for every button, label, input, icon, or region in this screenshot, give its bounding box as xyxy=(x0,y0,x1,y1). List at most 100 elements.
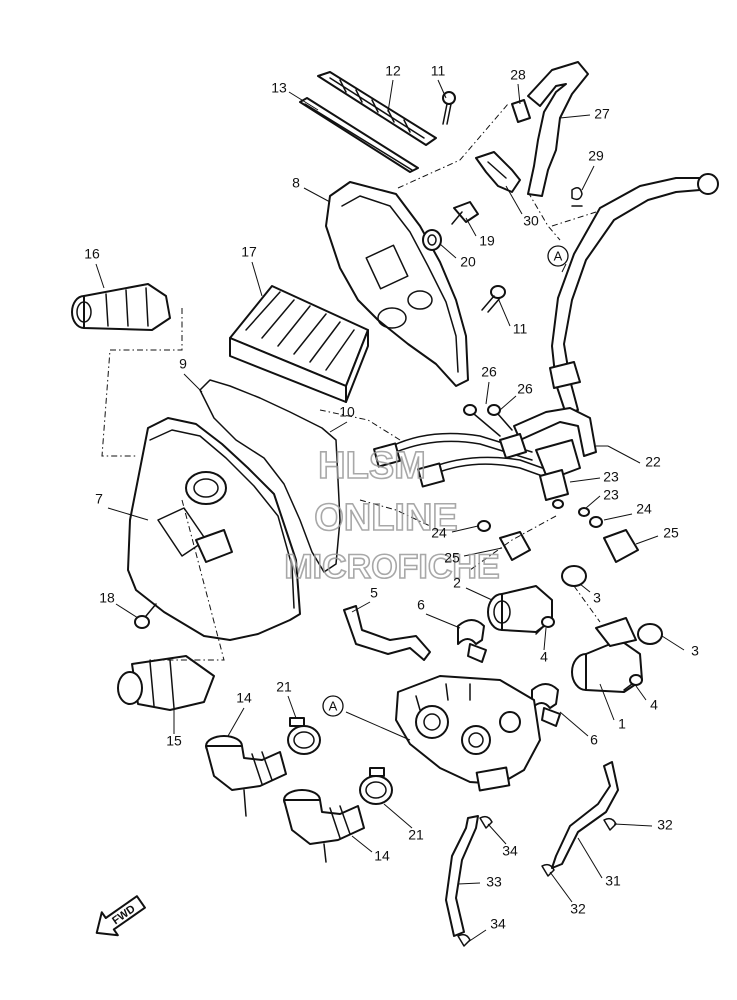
callout-c34b: 34 xyxy=(490,916,506,932)
callout-c25b: 25 xyxy=(444,550,460,566)
watermark: HLSM ONLINE MICROFICHE xyxy=(284,444,501,587)
callout-c30: 30 xyxy=(523,213,539,229)
fwd-direction-badge: FWD xyxy=(95,895,146,937)
part-6-clamp-upper xyxy=(457,619,487,663)
callout-c23b: 23 xyxy=(603,487,619,503)
part-23-o-rings xyxy=(552,499,590,517)
part-1-intake-joint xyxy=(571,617,643,693)
assembly-dash-lines xyxy=(101,103,601,661)
callout-c31: 31 xyxy=(605,873,621,889)
part-34-clip-lower xyxy=(457,933,471,947)
callout-c34a: 34 xyxy=(502,843,518,859)
part-20-grommet xyxy=(422,229,442,251)
part-14-elbow-left xyxy=(205,735,287,817)
callout-c32b: 32 xyxy=(570,901,586,917)
callout-c20: 20 xyxy=(460,254,476,270)
throttle-body-assembly xyxy=(395,675,541,792)
refA-bottom: A xyxy=(322,695,344,717)
callout-c26a: 26 xyxy=(481,364,497,380)
part-19-fitting xyxy=(451,201,479,225)
part-3-o-ring-right xyxy=(637,623,663,645)
refA-top: A xyxy=(547,245,569,267)
callout-c25a: 25 xyxy=(663,525,679,541)
part-18-bolt xyxy=(134,603,157,629)
part-28-clip xyxy=(511,99,531,123)
callout-c23a: 23 xyxy=(603,469,619,485)
part-12-lid-strip xyxy=(317,71,437,146)
part-15-intake-duct xyxy=(117,655,215,711)
callout-c24a: 24 xyxy=(636,501,652,517)
part-21-clamp-right xyxy=(359,767,393,805)
reference-marks: AA xyxy=(322,245,569,717)
callout-c11b: 11 xyxy=(513,321,528,337)
part-33-hose xyxy=(445,815,479,937)
refA-bottom-label: A xyxy=(329,698,338,713)
callout-c21b: 21 xyxy=(408,827,424,843)
part-34-clip-upper xyxy=(479,815,493,829)
callout-c14a: 14 xyxy=(236,690,252,706)
part-21-clamp-left xyxy=(287,717,321,755)
callout-c24b: 24 xyxy=(431,525,447,541)
callout-c27: 27 xyxy=(594,106,610,122)
callout-c3b: 3 xyxy=(691,643,699,659)
callout-leader-lines xyxy=(95,79,685,943)
part-24-rings xyxy=(477,516,603,532)
part-9-gasket xyxy=(199,379,341,573)
callout-c6a: 6 xyxy=(417,597,425,613)
part-22-sensor-harness xyxy=(373,432,581,501)
callout-c15: 15 xyxy=(166,733,182,749)
callout-c7: 7 xyxy=(95,491,103,507)
refA-top-circle xyxy=(547,245,569,267)
callout-c12: 12 xyxy=(385,63,401,79)
part-8-airbox-cover xyxy=(325,181,469,387)
callout-c11a: 11 xyxy=(431,63,446,79)
part-5-hose xyxy=(343,605,431,661)
part-16-intake-duct xyxy=(71,283,171,331)
part-32-clip-lower xyxy=(541,863,555,877)
part-13-seal-strip xyxy=(299,97,419,173)
callout-c3a: 3 xyxy=(593,590,601,606)
callout-c1: 1 xyxy=(618,716,626,732)
callout-c4a: 4 xyxy=(540,649,548,665)
callout-c16: 16 xyxy=(84,246,100,262)
callout-c14b: 14 xyxy=(374,848,390,864)
part-11-screw-mid xyxy=(481,285,506,313)
callout-c5: 5 xyxy=(370,585,378,601)
part-26-hose-pair xyxy=(463,404,597,459)
callout-c4b: 4 xyxy=(650,697,658,713)
callout-c8: 8 xyxy=(292,175,300,191)
callout-c6b: 6 xyxy=(590,732,598,748)
callout-c32a: 32 xyxy=(657,817,673,833)
watermark-line-2: ONLINE xyxy=(314,497,458,539)
part-29-clip xyxy=(571,187,583,207)
callout-c2: 2 xyxy=(453,575,461,591)
callout-c26b: 26 xyxy=(517,381,533,397)
part-4-screw-upper xyxy=(535,616,555,635)
callout-c17: 17 xyxy=(241,244,257,260)
callout-c28: 28 xyxy=(510,67,526,83)
part-6-clamp-lower xyxy=(531,683,561,727)
part-27-hose xyxy=(527,61,589,197)
part-25-brackets xyxy=(499,529,639,563)
part-31-hose xyxy=(551,761,619,869)
part-3-o-ring-left xyxy=(561,565,587,587)
callout-c9: 9 xyxy=(179,356,187,372)
callout-c13: 13 xyxy=(271,80,287,96)
callout-c19: 19 xyxy=(479,233,495,249)
refA-top-label: A xyxy=(554,248,563,263)
part-30-clamp xyxy=(475,151,521,193)
callout-c18: 18 xyxy=(99,590,115,606)
callout-c22: 22 xyxy=(645,454,661,470)
breather-hose-a xyxy=(549,173,719,415)
callout-c10: 10 xyxy=(339,404,355,420)
callout-c33: 33 xyxy=(486,874,502,890)
part-17-filter-element xyxy=(229,285,369,403)
part-14-elbow-right xyxy=(283,789,365,863)
part-7-airbox-body xyxy=(127,417,301,641)
part-11-screw-top xyxy=(442,91,456,125)
callout-c21a: 21 xyxy=(276,679,292,695)
callout-c29: 29 xyxy=(588,148,604,164)
